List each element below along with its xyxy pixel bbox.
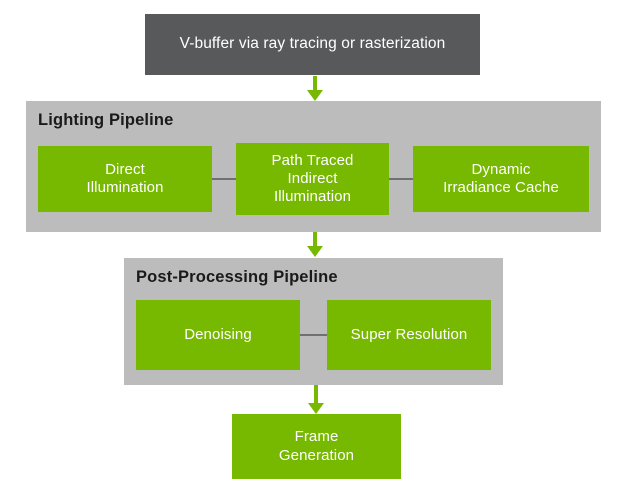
arrow-head [307,90,323,101]
node-frame-generation: Frame Generation [232,414,401,479]
connector-path-traced-to-dynamic [389,178,413,180]
arrow-shaft [314,385,318,404]
arrow-shaft [313,76,317,91]
node-path-traced-indirect-illumination: Path Traced Indirect Illumination [236,143,389,215]
arrow-input-to-lighting [307,76,323,101]
arrow-post-to-frame-generation [308,385,324,414]
node-v-buffer: V-buffer via ray tracing or rasterizatio… [145,14,480,75]
arrow-head [308,403,324,414]
node-direct-illumination: Direct Illumination [38,146,212,212]
arrow-shaft [313,232,317,247]
connector-denoising-to-super-resolution [300,334,327,336]
node-dynamic-irradiance-cache: Dynamic Irradiance Cache [413,146,589,212]
node-denoising: Denoising [136,300,300,370]
group-title-lighting-pipeline: Lighting Pipeline [38,111,174,129]
group-title-post-processing-pipeline: Post-Processing Pipeline [136,268,338,286]
arrow-lighting-to-post [307,232,323,257]
connector-direct-to-path-traced [212,178,236,180]
node-super-resolution: Super Resolution [327,300,491,370]
arrow-head [307,246,323,257]
